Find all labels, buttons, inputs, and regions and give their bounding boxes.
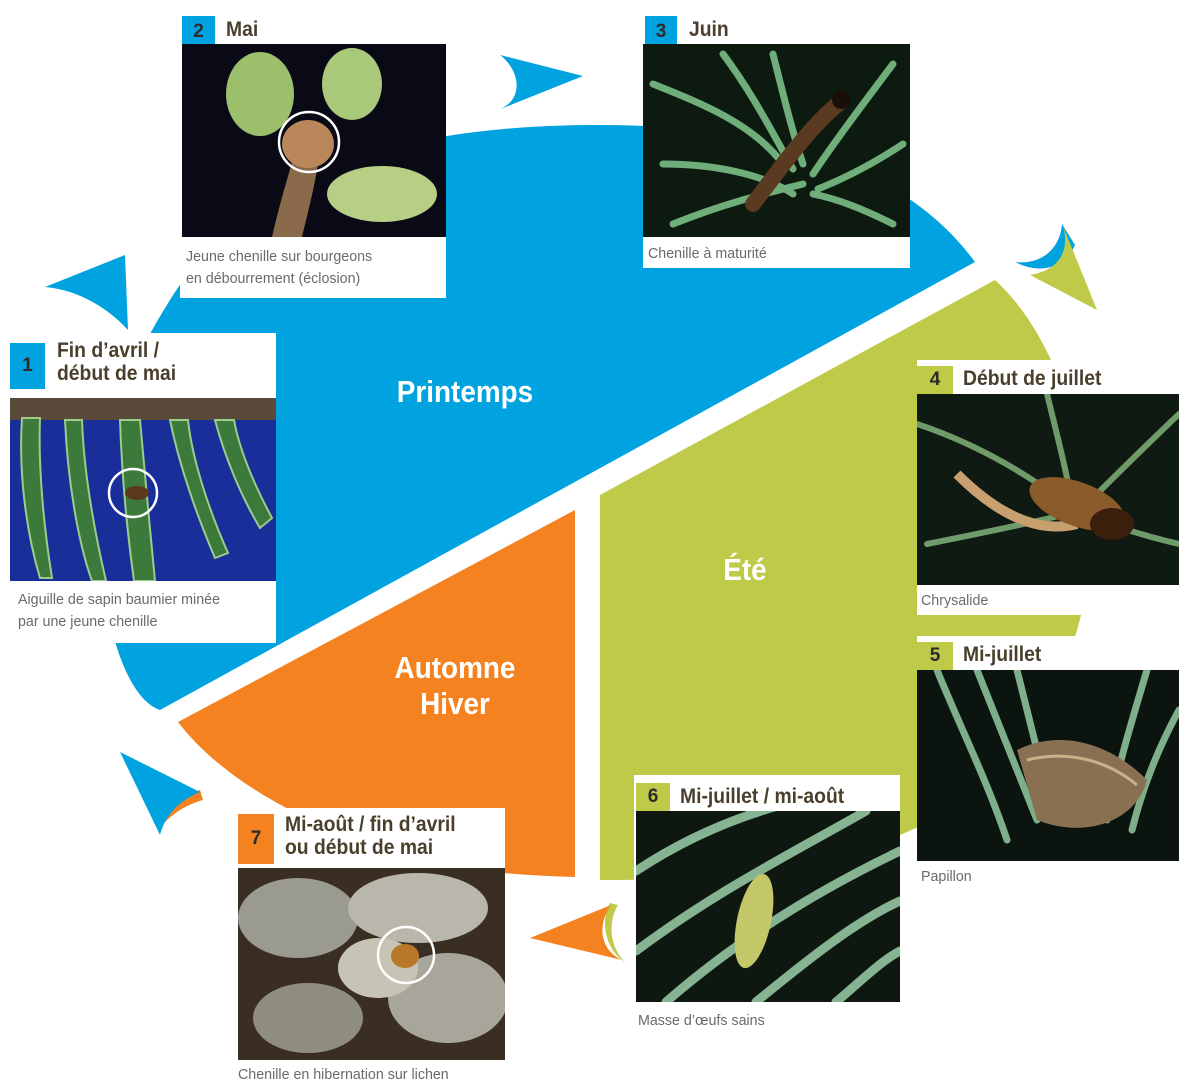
step-title-line: Mi-juillet / mi-août [680,785,844,808]
season-label-spring: Printemps [380,374,551,410]
step-title: Mi-juillet [963,643,1041,666]
step-caption-line: par une jeune chenille [18,611,220,633]
arrow-1-to-2 [45,255,128,330]
step-caption: Masse d’œufs sains [638,1010,765,1032]
step-title-line: Début de juillet [963,367,1101,390]
step-card-4: 4 Début de juillet Chrysalide [917,360,1179,615]
step-title-line: ou début de mai [285,836,456,859]
arrow-2-to-3 [498,55,583,110]
step-title-line: Juin [689,18,729,41]
step-title: Fin d’avril / début de mai [57,339,176,385]
step-photo [238,868,505,1060]
step-title-line: Mi-août / fin d’avril [285,813,456,836]
step-title-line: Mi-juillet [963,643,1041,666]
step-caption: Chrysalide [921,590,988,612]
step-number-badge: 5 [917,642,953,670]
season-label-autumn-line2: Hiver [370,686,541,722]
step-card-1: 1 Fin d’avril / début de mai Aiguille de… [10,333,276,643]
season-label-autumn: Automne Hiver [370,650,541,722]
step-caption-line: Chenille à maturité [648,243,767,265]
step-caption-line: Aiguille de sapin baumier minée [18,589,220,611]
step-card-2: 2 Mai Jeune chenille sur bourgeons en dé… [180,8,446,298]
step-caption-line: Chenille en hibernation sur lichen [238,1064,449,1086]
step-title: Mai [226,18,258,41]
step-title: Mi-juillet / mi-août [680,785,844,808]
step-photo [10,398,276,581]
step-photo [643,44,910,237]
step-card-3: 3 Juin Chenille à maturité [643,8,910,268]
step-caption: Papillon [921,866,972,888]
step-title-line: Fin d’avril / [57,339,176,362]
step-caption-line: Papillon [921,866,972,888]
step-title: Début de juillet [963,367,1101,390]
step-number-badge: 7 [238,814,274,864]
step-caption: Jeune chenille sur bourgeons en débourre… [186,246,372,290]
season-label-summer: Été [696,552,795,588]
step-caption-line: Chrysalide [921,590,988,612]
step-card-5: 5 Mi-juillet Papillon [917,636,1179,892]
step-photo [182,44,446,237]
step-number-badge: 6 [636,783,670,811]
step-title: Juin [689,18,729,41]
season-label-autumn-line1: Automne [370,650,541,686]
step-caption-line: Masse d’œufs sains [638,1010,765,1032]
step-title-line: début de mai [57,362,176,385]
step-number-badge: 1 [10,343,45,389]
arrow-7-to-1 [120,752,200,835]
step-title: Mi-août / fin d’avril ou début de mai [285,813,456,859]
step-card-6: 6 Mi-juillet / mi-août Masse d’œufs sain… [634,775,900,1035]
step-number-badge: 4 [917,366,953,394]
step-caption: Chenille en hibernation sur lichen [238,1064,449,1086]
step-card-7: 7 Mi-août / fin d’avril ou début de mai … [238,808,505,1090]
step-caption-line: Jeune chenille sur bourgeons [186,246,372,268]
step-caption-line: en débourrement (éclosion) [186,268,372,290]
step-caption: Chenille à maturité [648,243,767,265]
step-title-line: Mai [226,18,258,41]
step-photo [636,811,900,1002]
step-photo [917,670,1179,861]
step-caption: Aiguille de sapin baumier minée par une … [18,589,220,633]
step-photo [917,394,1179,585]
